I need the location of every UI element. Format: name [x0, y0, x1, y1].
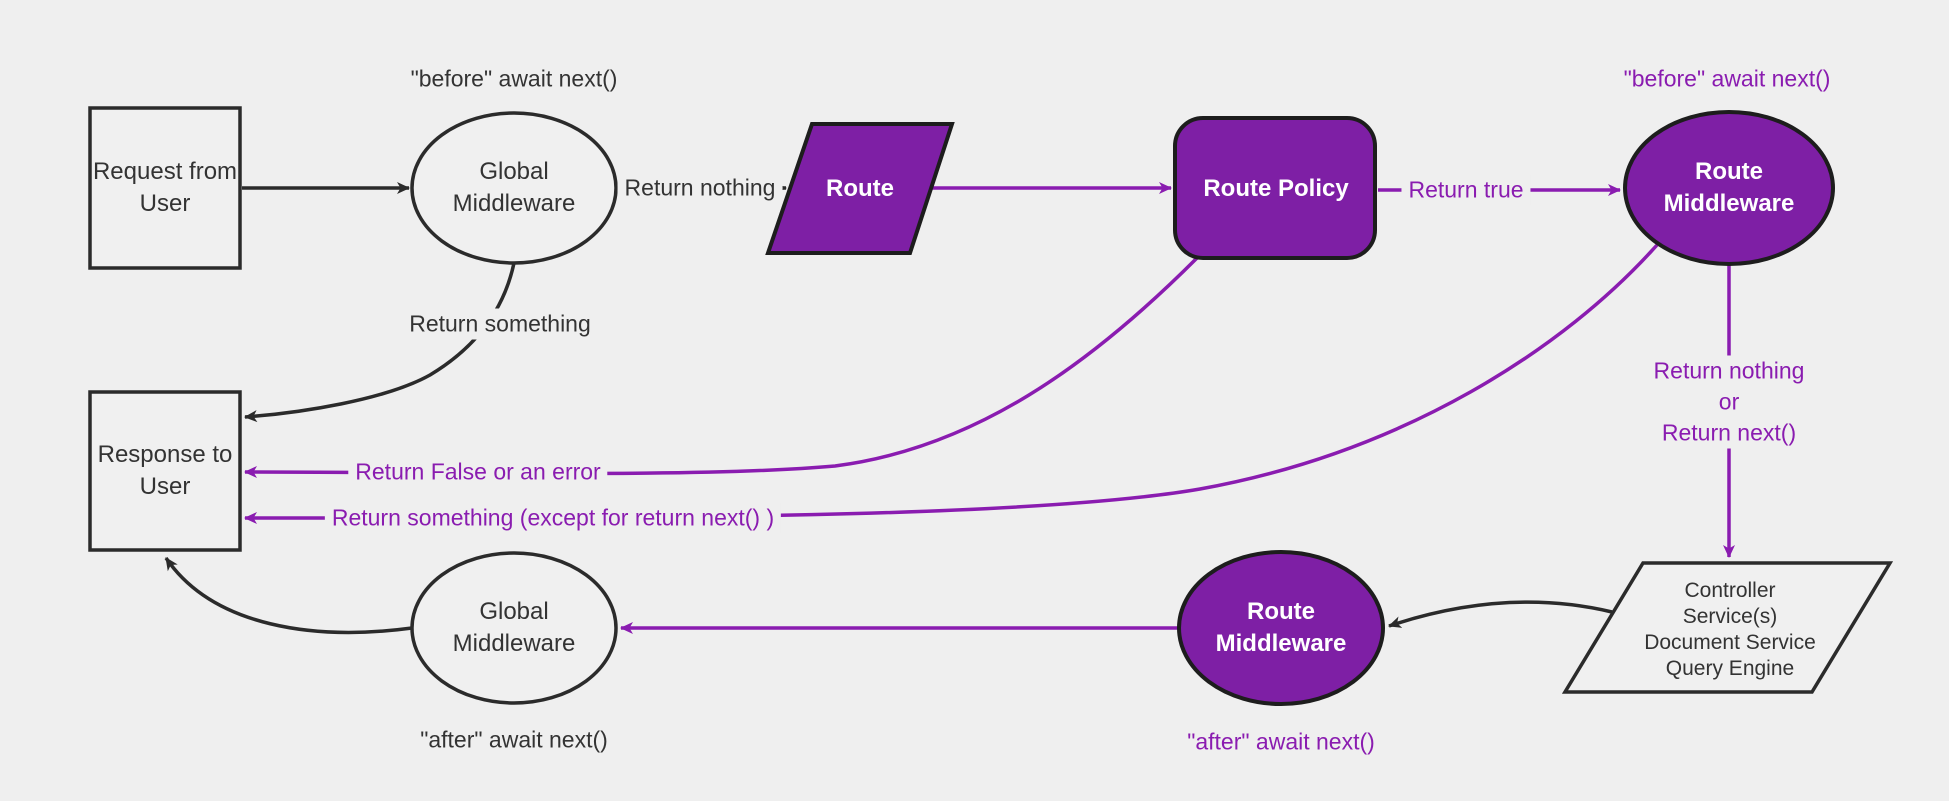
return-false-or-error-label: Return False or an error [348, 456, 608, 488]
global-middleware-bottom-node-label: Global Middleware [452, 598, 576, 657]
after-await-next-route-label: "after" await next() [1187, 728, 1375, 755]
after-await-next-global-label: "after" await next() [420, 726, 608, 753]
route-node-shape [765, 122, 955, 255]
route-policy-node-shape [1173, 116, 1377, 260]
return-something-except-label: Return something (except for return next… [324, 502, 782, 534]
return-nothing-or-next-label: Return nothing or Return next() [1646, 355, 1812, 449]
route-policy-node-label: Route Policy [1203, 175, 1349, 202]
edge-global-middleware-bottom-to-response [164, 557, 413, 635]
route-middleware-bottom-node-label: Route Middleware [1215, 598, 1347, 657]
request-node-shape [88, 106, 242, 270]
edge-controller-to-route-middleware-bottom [1388, 600, 1613, 628]
response-node-label: Response to User [97, 441, 233, 500]
return-nothing-label: Return nothing [617, 172, 783, 204]
return-something-label: Return something [402, 308, 598, 340]
global-middleware-bottom-node-shape [410, 551, 618, 705]
before-await-next-global-label: "before" await next() [410, 65, 618, 92]
route-middleware-top-node-label: Route Middleware [1663, 158, 1795, 217]
return-true-label: Return true [1401, 174, 1531, 206]
controller-node-shape [1561, 561, 1894, 694]
route-node-label: Route [826, 175, 894, 202]
before-await-next-route-label: "before" await next() [1623, 65, 1831, 92]
response-node-shape [88, 390, 242, 552]
route-middleware-top-node-shape [1623, 110, 1835, 266]
request-node-label: Request from User [92, 158, 238, 217]
controller-node-label: Controller Service(s) Document Service Q… [1644, 579, 1816, 680]
global-middleware-top-node-label: Global Middleware [452, 158, 576, 217]
route-middleware-bottom-node-shape [1177, 550, 1385, 706]
edge-return-false-to-response [244, 256, 1199, 479]
global-middleware-top-node-shape [410, 111, 618, 265]
edge-return-something-to-response [244, 262, 516, 423]
